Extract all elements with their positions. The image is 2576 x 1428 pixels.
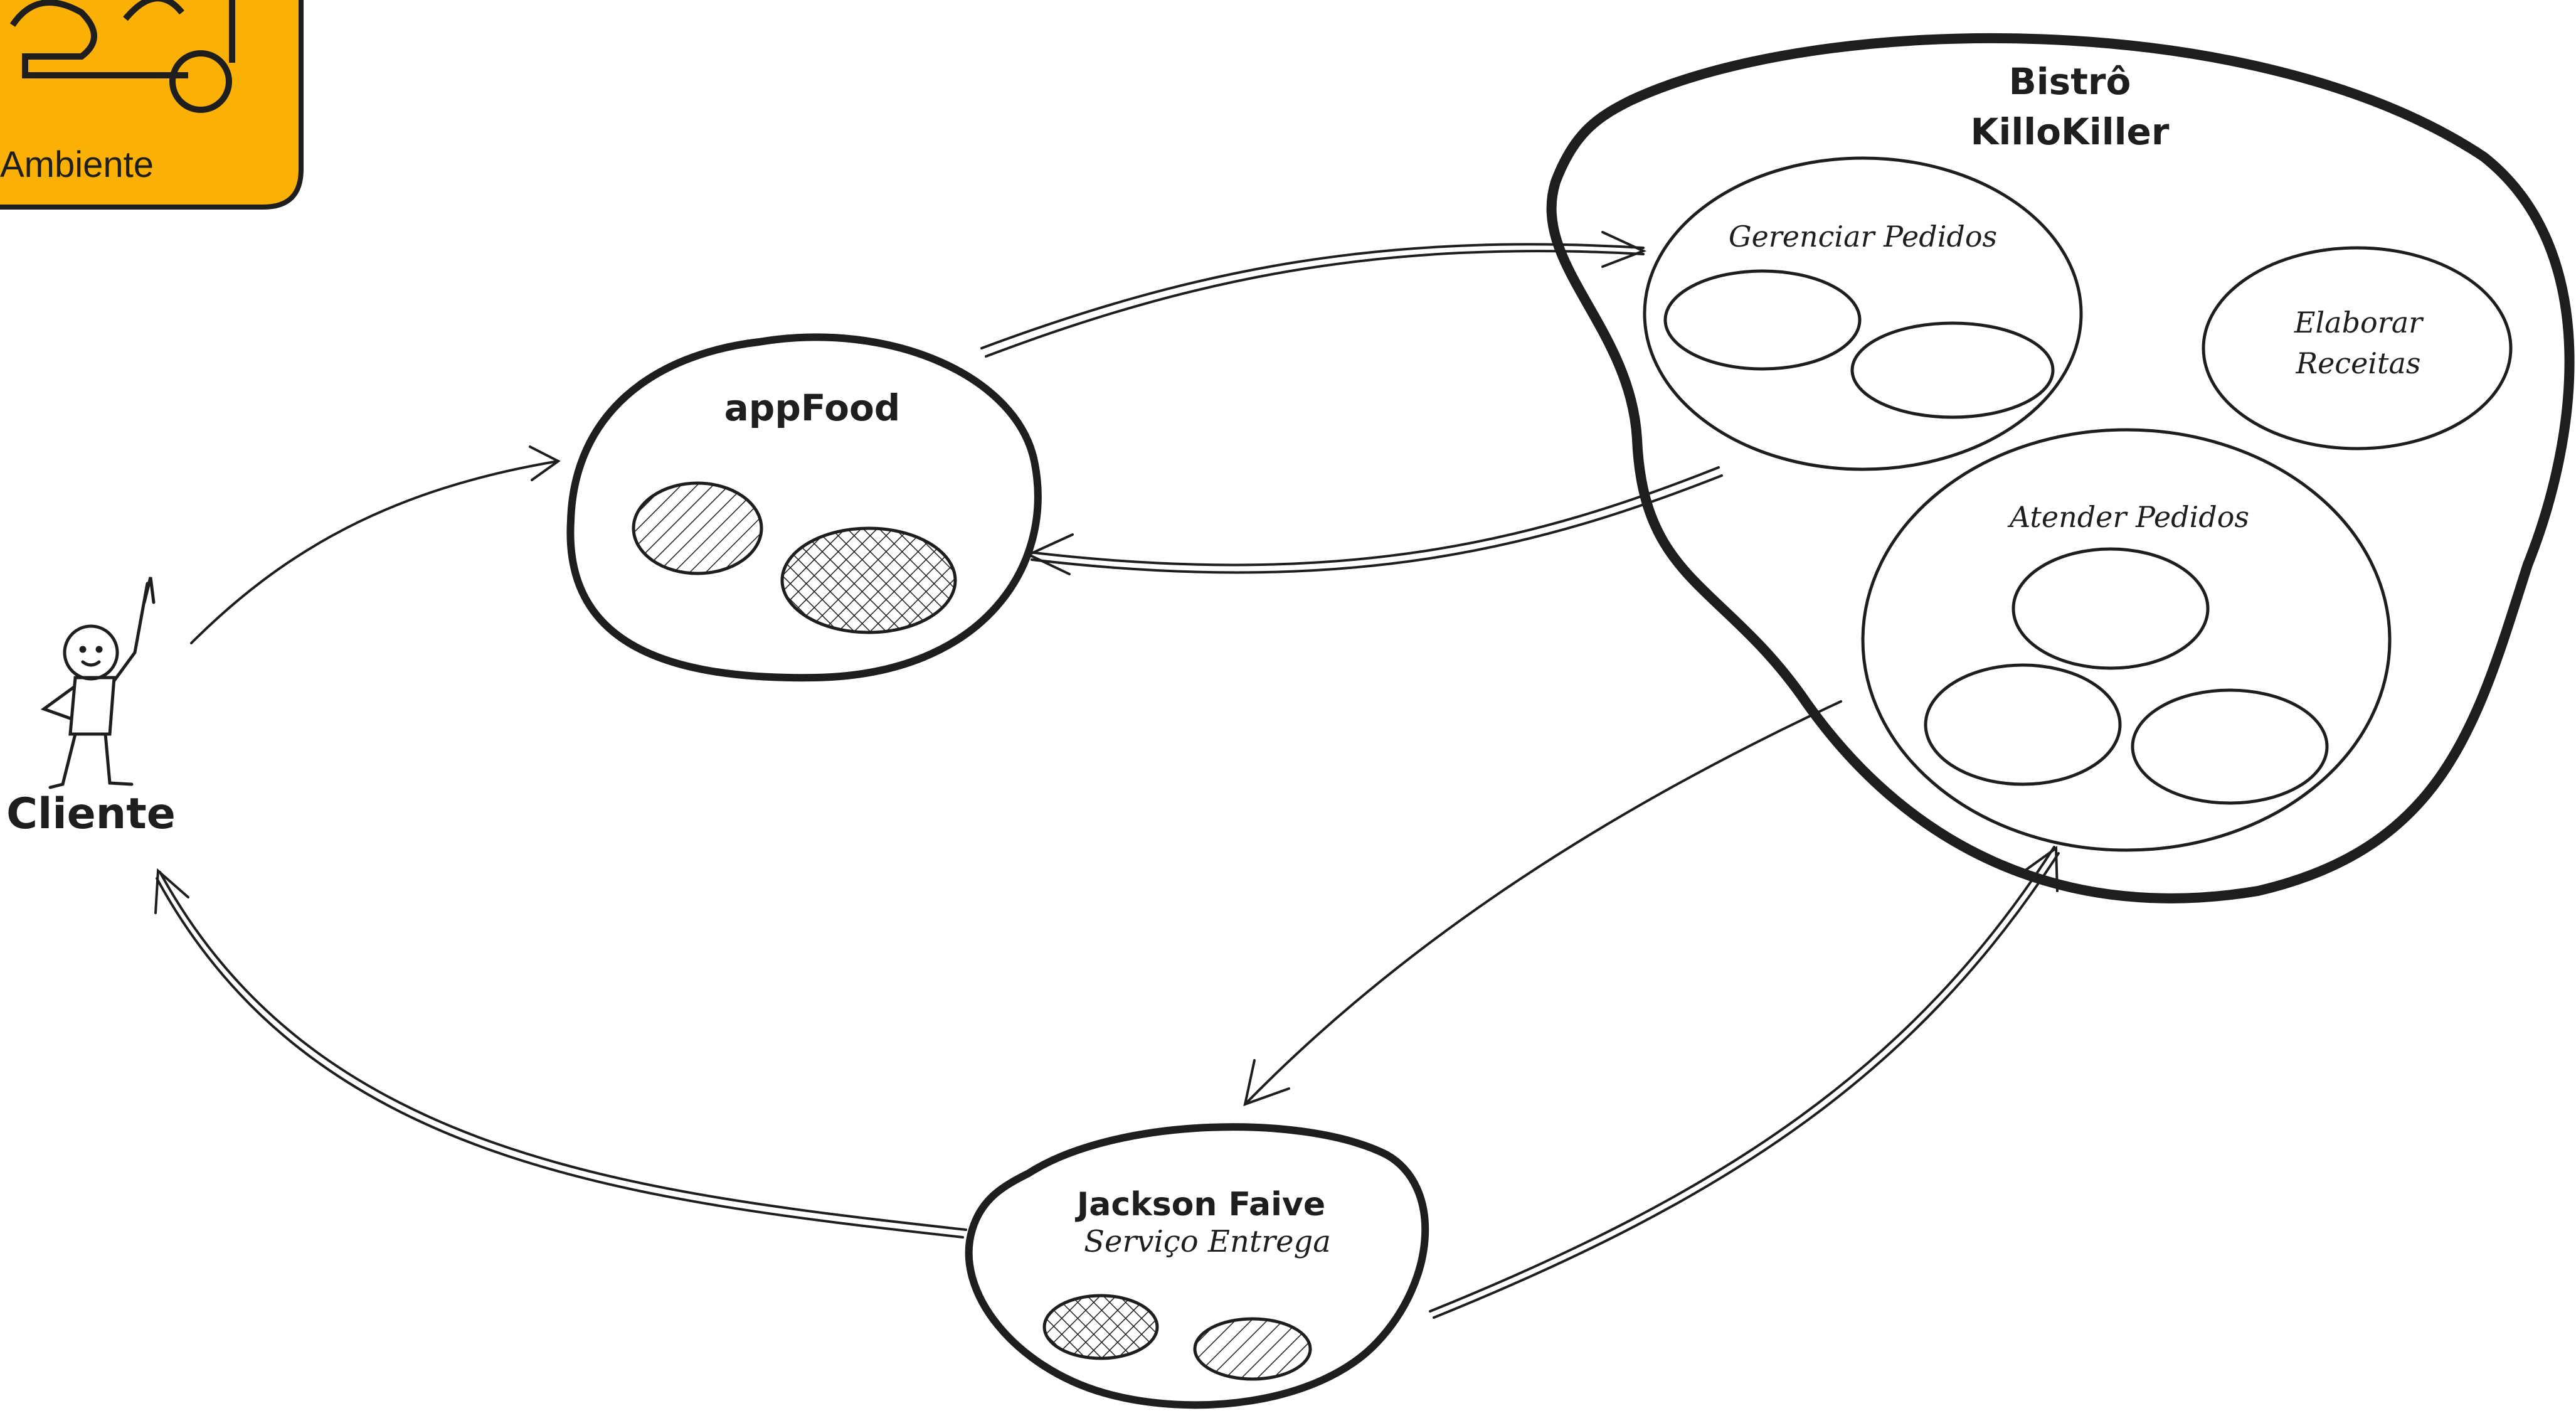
jackson-component-2 (1193, 1317, 1312, 1381)
bistro-boundary (1546, 33, 2575, 903)
atender-component-3 (2131, 688, 2329, 805)
legend-ambiente: Ambiente (0, 0, 304, 210)
actor-cliente: Cliente (6, 577, 176, 839)
arrow-jackson-to-bistro (1429, 846, 2055, 1313)
actor-label: Cliente (6, 789, 176, 839)
appfood-component-2 (780, 526, 957, 634)
arrow-jackson-to-cliente (159, 871, 967, 1231)
jackson-boundary (965, 1123, 1429, 1409)
jackson-subtitle: Serviço Entrega (1084, 1224, 1331, 1259)
arrow-appfood-to-bistro (980, 243, 1645, 349)
gerenciar-label: Gerenciar Pedidos (1729, 220, 1997, 253)
elaborar-label-line1: Elaborar (2294, 306, 2424, 339)
arrowhead-jackson-to-cliente (154, 868, 189, 914)
arrow-bistro-to-jackson (1244, 700, 1842, 1106)
environment-icon (9, 0, 235, 113)
gerenciar-component-2 (1850, 321, 2055, 419)
process-atender-pedidos: Atender Pedidos (1861, 428, 2392, 852)
node-bistro: Bistrô KilloKiller Gerenciar Pedidos Ela… (1546, 33, 2575, 903)
node-appfood: appFood (566, 333, 1042, 682)
appfood-title: appFood (724, 386, 901, 429)
atender-label: Atender Pedidos (2007, 500, 2249, 534)
gerenciar-component-1 (1663, 269, 1862, 371)
arrow-cliente-to-appfood (190, 460, 559, 644)
arrow-bistro-to-appfood (1027, 466, 1720, 567)
bistro-title-line1: Bistrô (2009, 60, 2131, 103)
bistro-title-line2: KilloKiller (1971, 110, 2170, 153)
arrowhead-appfood-to-bistro (1601, 231, 1647, 268)
jackson-component-1 (1042, 1294, 1159, 1360)
node-jackson: Jackson Faive Serviço Entrega (965, 1123, 1429, 1409)
arrowhead-jackson-to-bistro (2022, 846, 2059, 892)
atender-component-2 (1924, 663, 2122, 786)
legend-label: Ambiente (0, 144, 154, 185)
process-elaborar-receitas: Elaborar Receitas (2202, 246, 2513, 450)
atender-component-1 (2012, 547, 2210, 670)
appfood-component-1 (632, 481, 763, 575)
process-gerenciar-pedidos: Gerenciar Pedidos (1643, 156, 2083, 471)
appfood-boundary (566, 333, 1042, 682)
arrowhead-bistro-to-jackson (1243, 1059, 1290, 1107)
elaborar-label-line2: Receitas (2295, 346, 2420, 380)
stick-figure-icon (40, 577, 156, 789)
connectors (154, 231, 2060, 1319)
arrowhead-cliente-to-appfood (529, 445, 561, 481)
jackson-title: Jackson Faive (1075, 1186, 1325, 1223)
